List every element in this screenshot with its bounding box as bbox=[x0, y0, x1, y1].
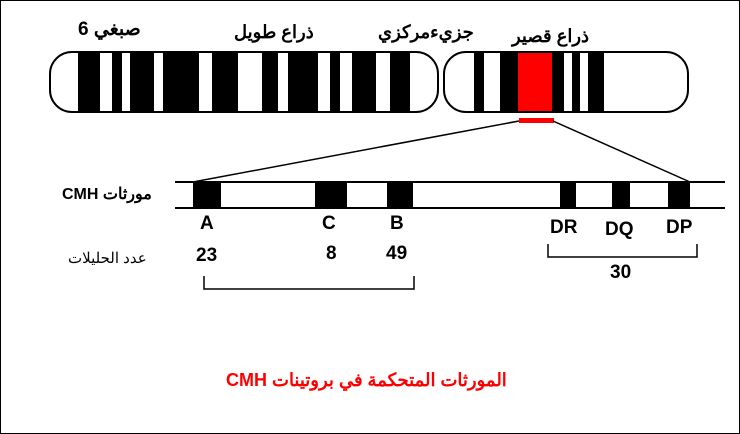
chromosome-band bbox=[552, 53, 564, 111]
zoom-line-left bbox=[192, 120, 520, 183]
gene-block-dr bbox=[560, 182, 576, 208]
cmh-genes-label: مورثات CMH bbox=[62, 186, 152, 203]
gene-block-a bbox=[193, 182, 221, 208]
gene-block-b bbox=[387, 182, 413, 208]
chromosome-band bbox=[78, 53, 100, 111]
chromosome-band bbox=[500, 53, 518, 111]
chromosome-band bbox=[390, 53, 410, 111]
gene-block-dq bbox=[612, 182, 630, 208]
chromosome-band bbox=[130, 53, 154, 111]
chromosome-band bbox=[288, 53, 318, 111]
allele-count-label: عدد الحليلات bbox=[68, 250, 147, 267]
centromere-label: جزيءمركزي bbox=[378, 22, 474, 42]
gene-strip bbox=[175, 181, 725, 209]
chromosome-long-arm bbox=[49, 51, 439, 113]
gene-name-c: C bbox=[322, 213, 336, 234]
chromosome-band bbox=[588, 53, 604, 111]
chromosome-band bbox=[112, 53, 122, 111]
chromosome-label: صبغي 6 bbox=[78, 19, 141, 40]
chromosome-band bbox=[474, 53, 484, 111]
diagram-caption: المورثات المتحكمة في بروتينات CMH bbox=[226, 370, 507, 390]
allele-count-class2: 30 bbox=[610, 262, 632, 283]
gene-name-dq: DQ bbox=[605, 219, 634, 240]
allele-count-c: 8 bbox=[326, 243, 337, 264]
chromosome-band bbox=[330, 53, 340, 111]
chromosome-band bbox=[262, 53, 278, 111]
chromosome-band bbox=[212, 53, 238, 111]
hla-region-marker bbox=[519, 118, 554, 123]
chromosome-band bbox=[352, 53, 376, 111]
chromosome-band bbox=[572, 53, 580, 111]
class1-bracket bbox=[203, 276, 415, 290]
zoom-line-right bbox=[552, 120, 691, 183]
allele-count-b: 49 bbox=[386, 243, 408, 264]
hla-region-highlight bbox=[518, 53, 552, 111]
gene-block-dp bbox=[668, 182, 690, 208]
class2-bracket bbox=[547, 244, 698, 258]
chromosome-band bbox=[163, 53, 199, 111]
gene-name-b: B bbox=[390, 213, 404, 234]
chromosome-short-arm bbox=[443, 51, 689, 113]
gene-name-dp: DP bbox=[666, 217, 693, 238]
allele-count-a: 23 bbox=[196, 245, 218, 266]
long-arm-label: ذراع طويل bbox=[234, 22, 314, 42]
gene-block-c bbox=[315, 182, 347, 208]
gene-name-dr: DR bbox=[550, 217, 578, 238]
gene-name-a: A bbox=[200, 213, 214, 234]
short-arm-label: ذراع قصير bbox=[512, 26, 590, 46]
